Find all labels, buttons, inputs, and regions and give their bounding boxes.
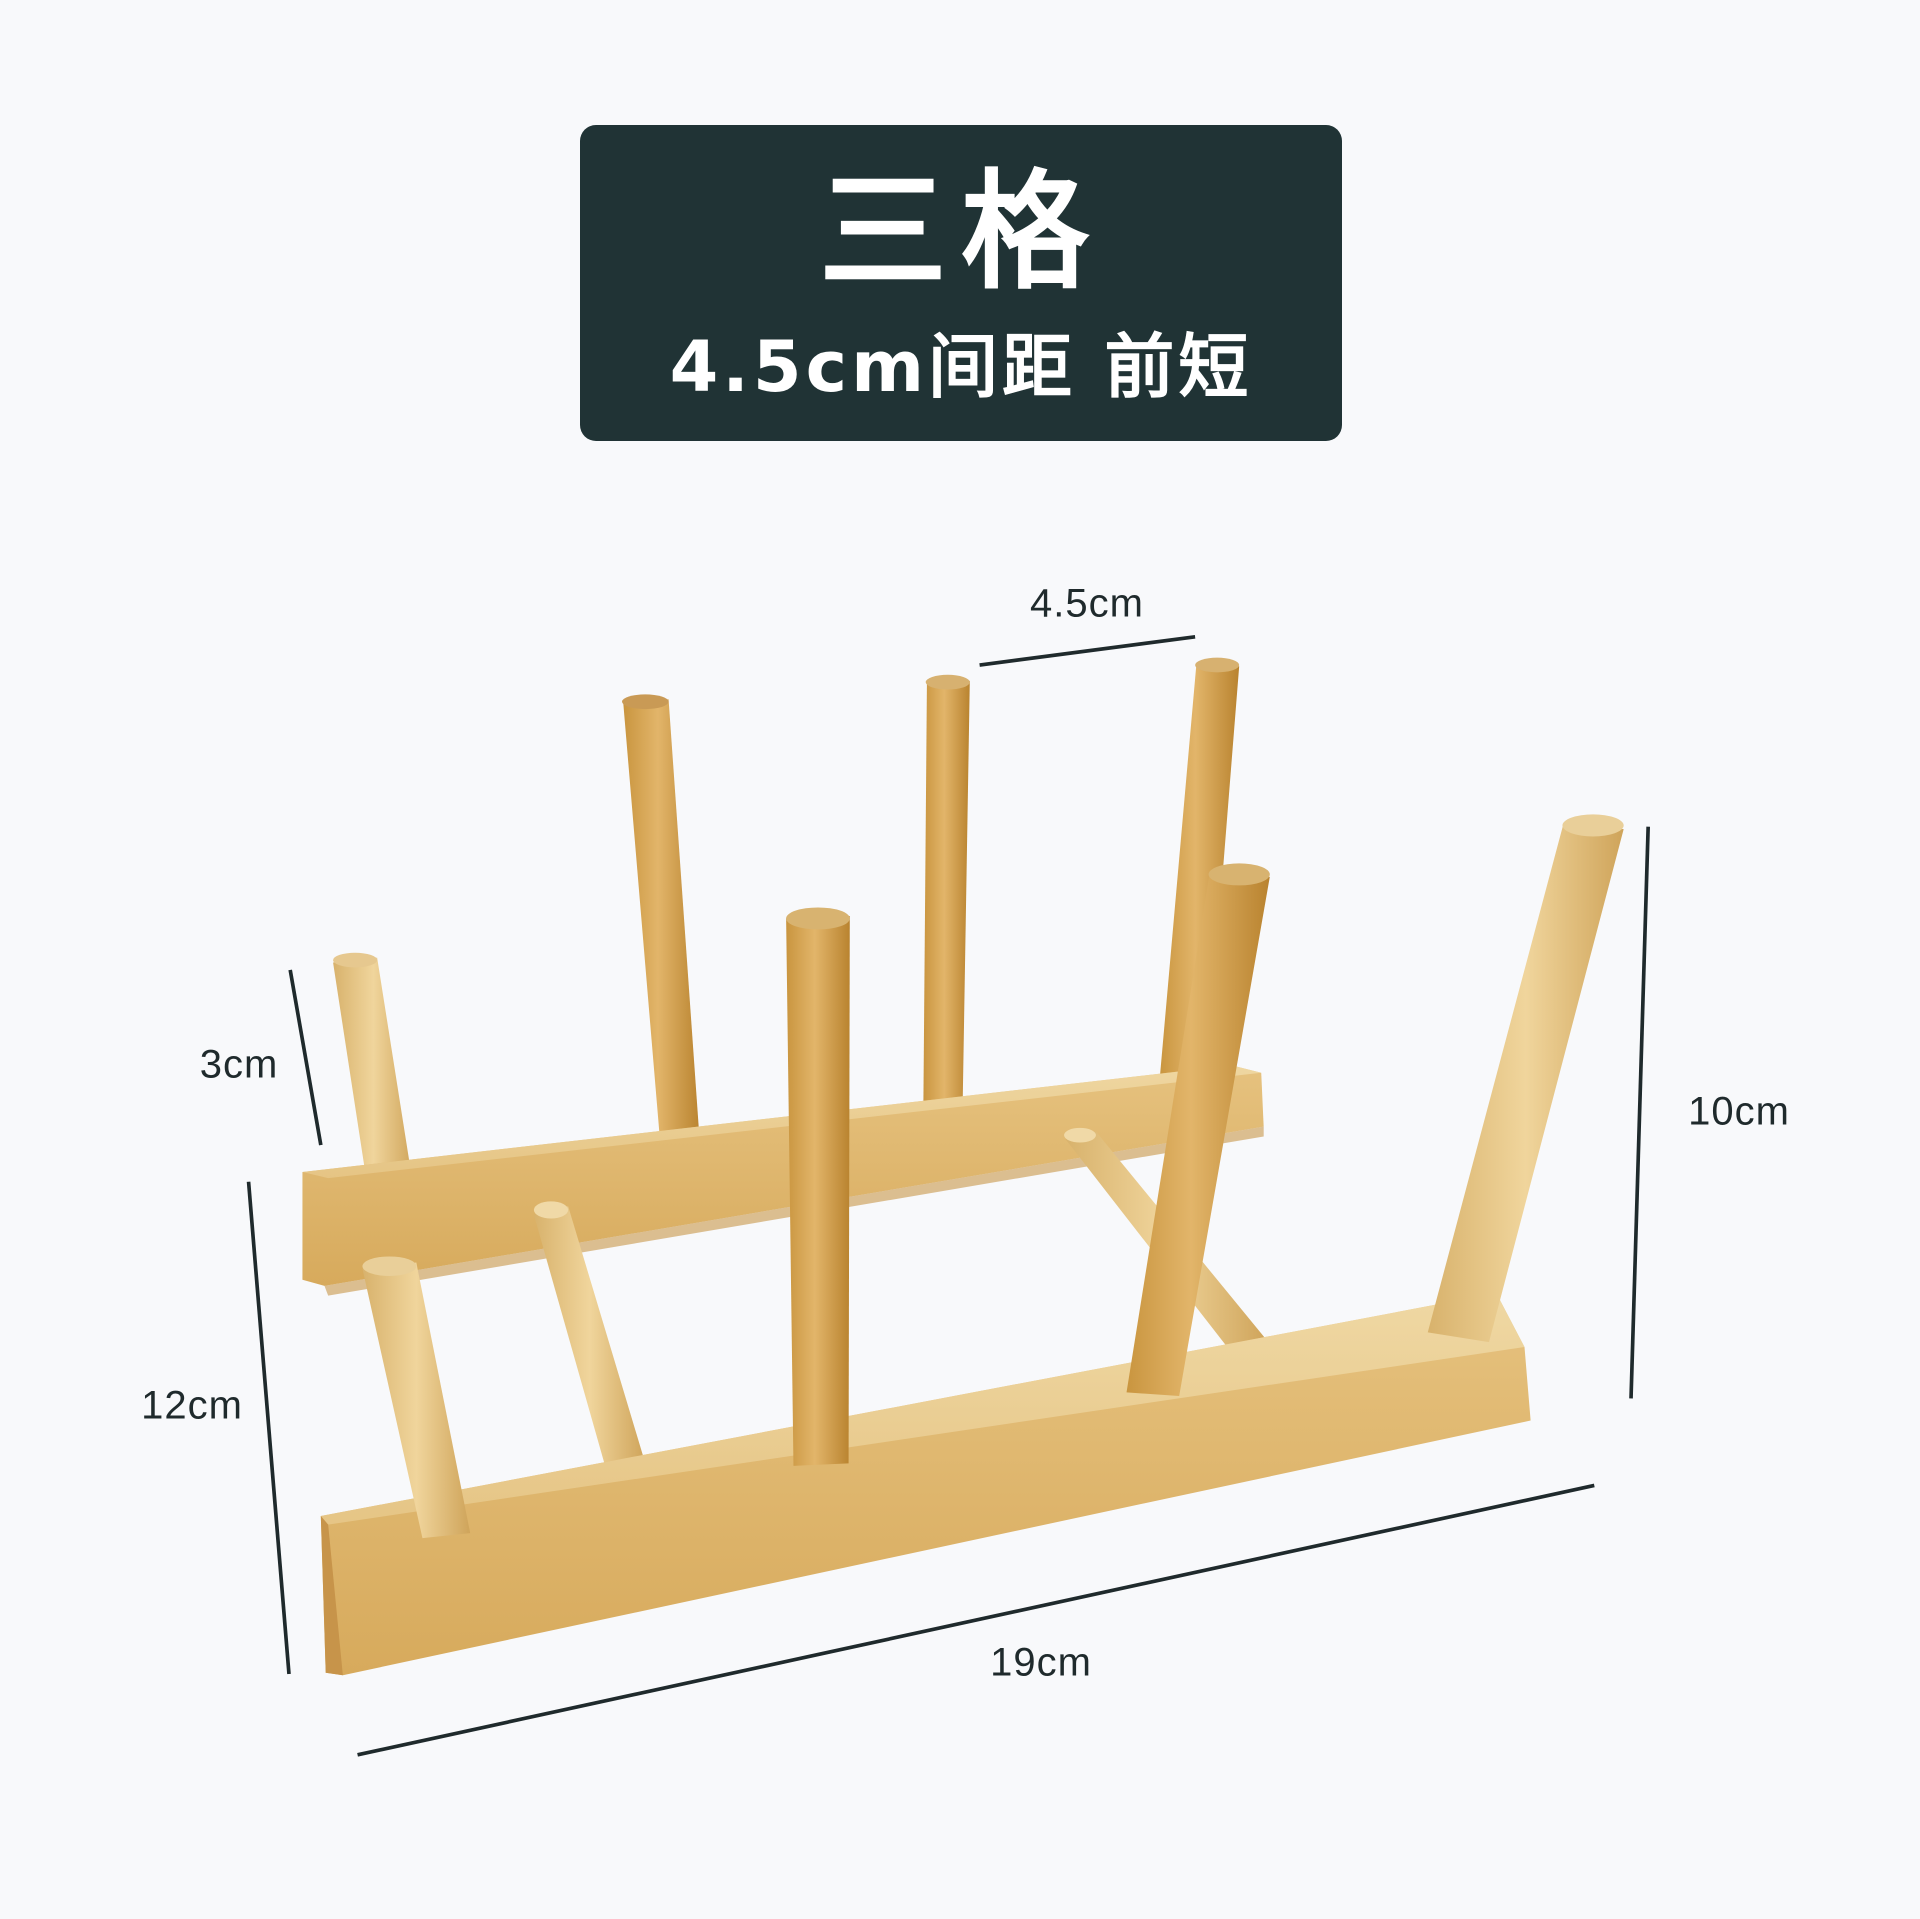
banner-title: 三格 <box>818 158 1103 307</box>
dim-label-height: 12cm <box>141 1383 243 1428</box>
dim-line-height <box>246 1181 291 1675</box>
dim-label-short-peg: 3cm <box>199 1042 279 1087</box>
dim-line-tall-peg <box>1629 826 1650 1399</box>
front-bar <box>320 1293 1531 1676</box>
title-banner: 三格 4.5cm间距 前短 <box>580 125 1342 441</box>
back-pegs <box>333 657 1240 1194</box>
dim-line-short-peg <box>288 969 323 1146</box>
dimension-lines <box>246 635 1650 1757</box>
dim-label-tall-peg: 10cm <box>1688 1089 1790 1134</box>
front-pegs <box>362 814 1624 1539</box>
dim-label-spacing: 4.5cm <box>1030 581 1144 626</box>
dim-line-spacing <box>979 635 1196 667</box>
dim-label-length: 19cm <box>990 1640 1092 1685</box>
banner-subtitle: 4.5cm间距 前短 <box>669 326 1253 408</box>
dim-line-length <box>357 1483 1595 1757</box>
